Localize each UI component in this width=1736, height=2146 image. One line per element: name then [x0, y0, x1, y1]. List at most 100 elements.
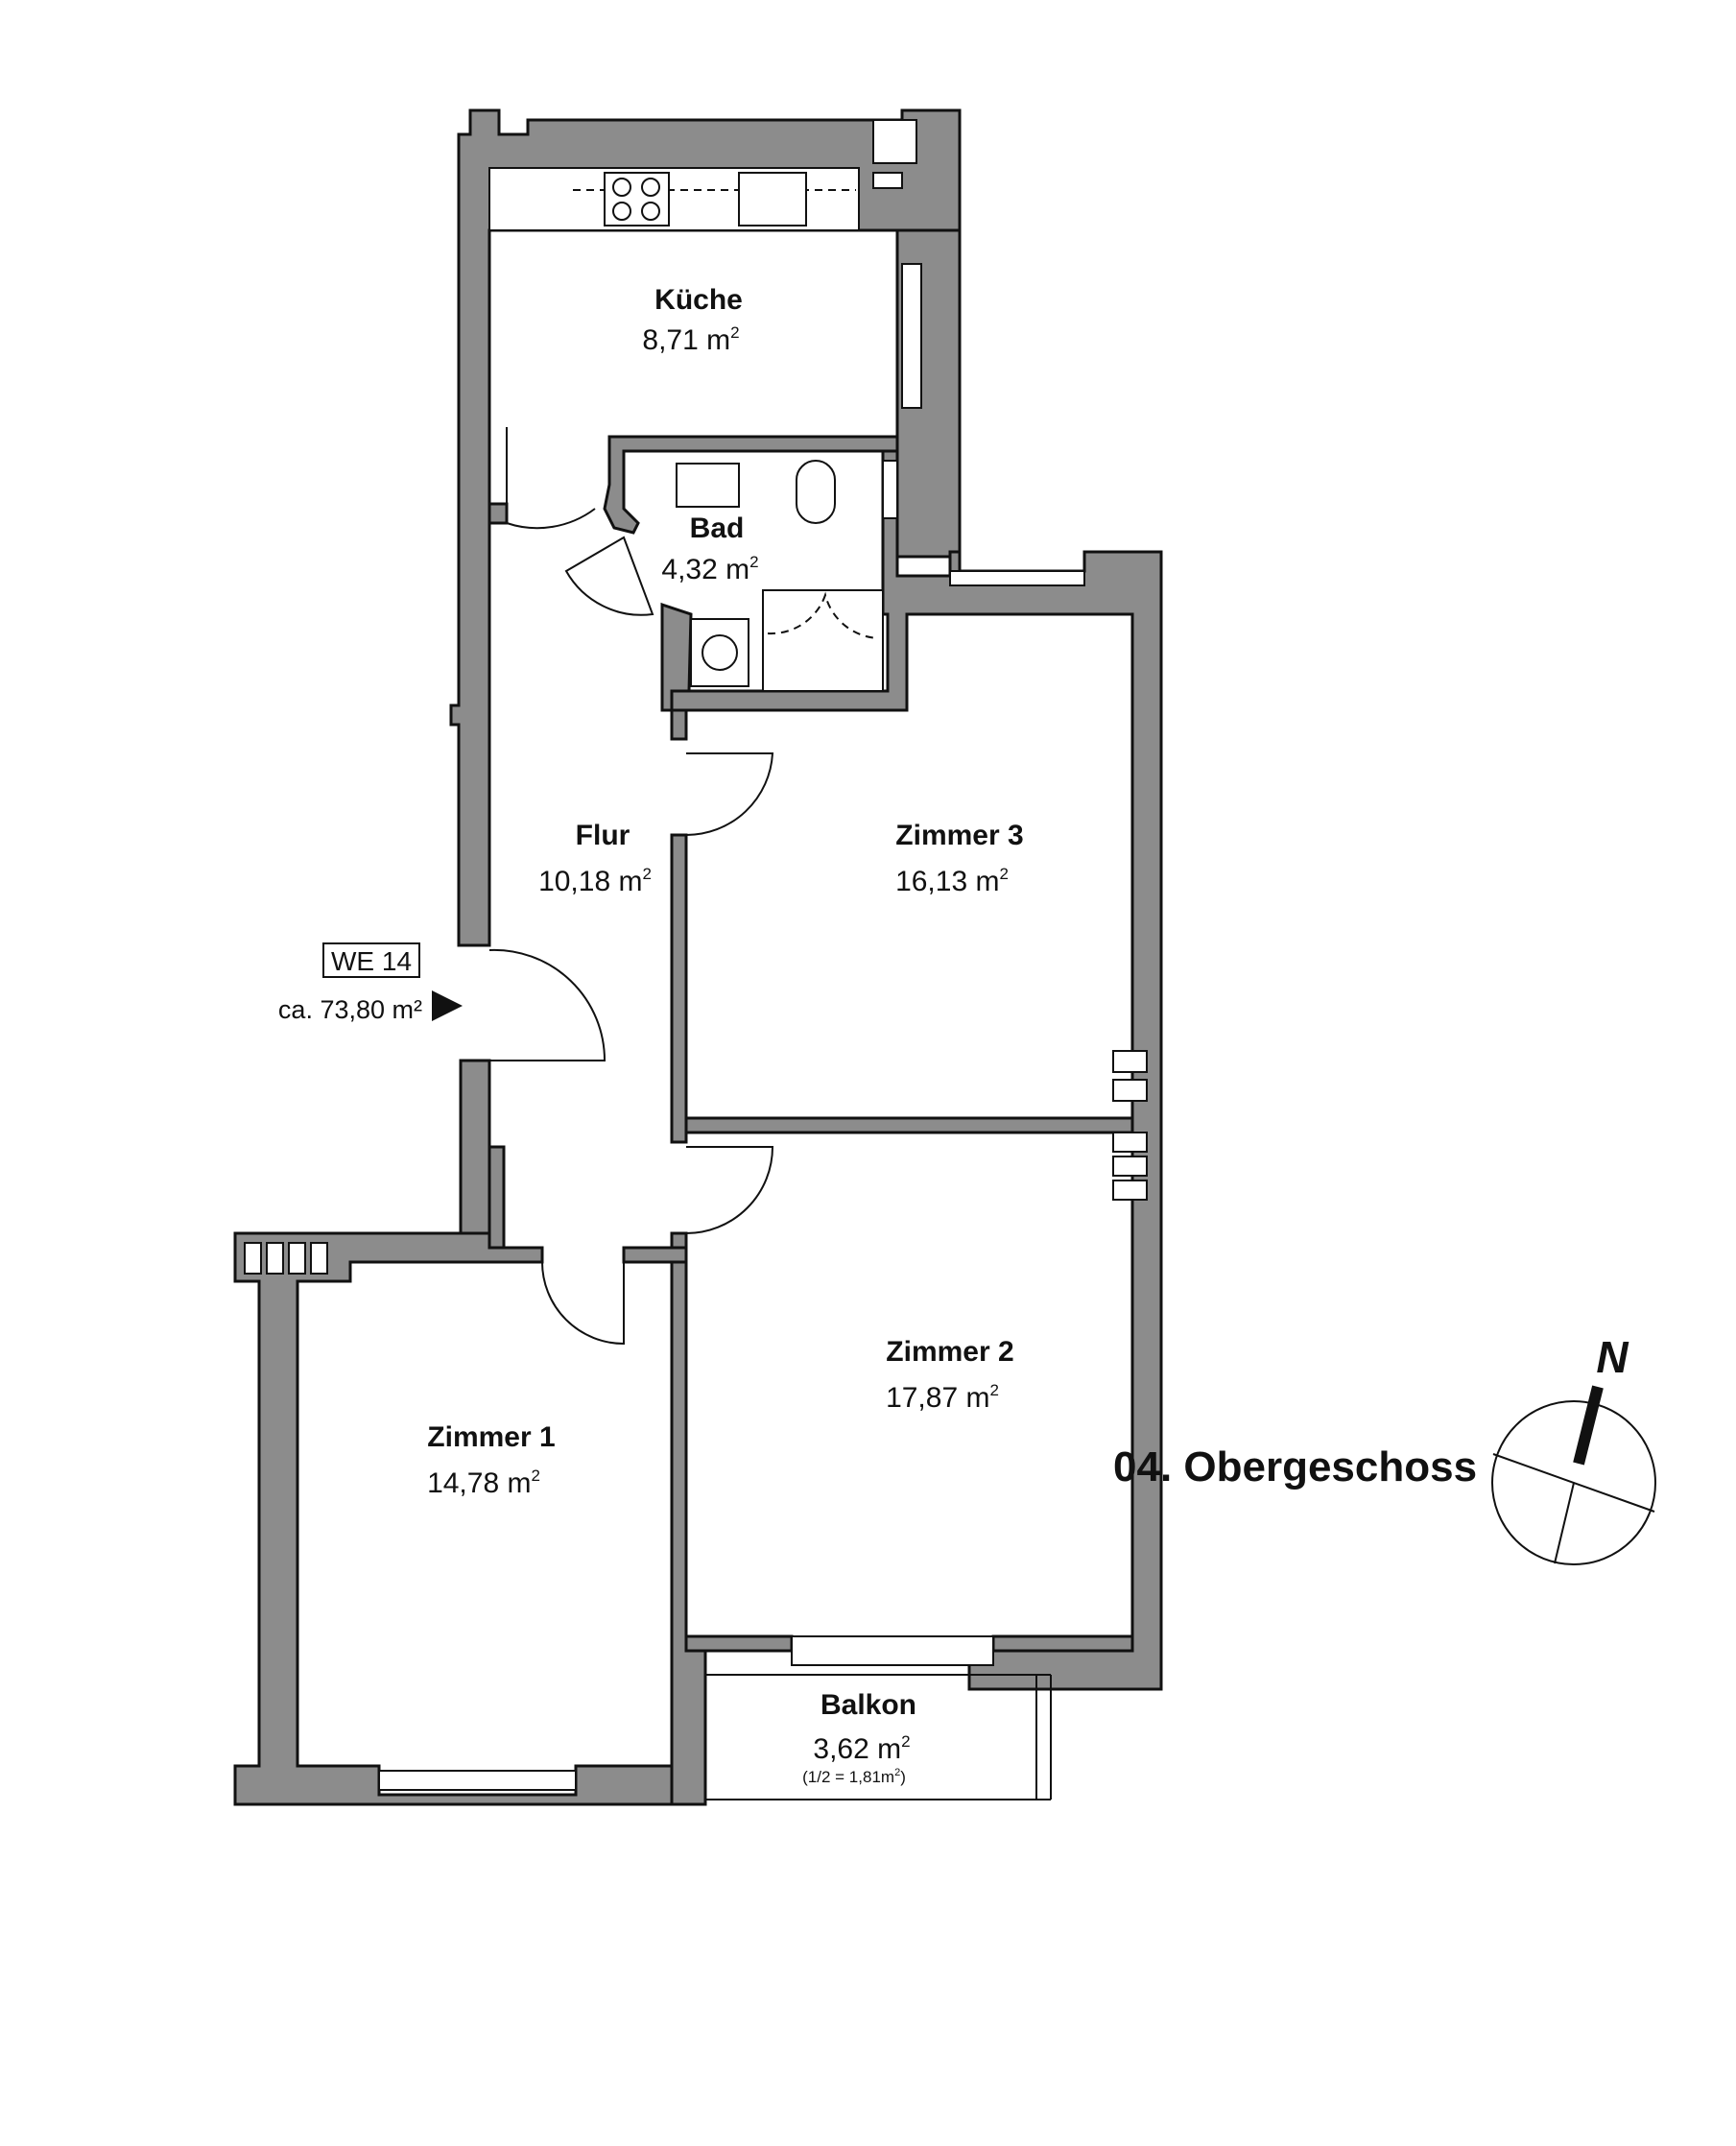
room-label-kueche: Küche 8,71 m2: [642, 284, 742, 356]
room-label-zimmer1: Zimmer 1 14,78 m2: [427, 1421, 556, 1499]
wall-z3-z2: [684, 1116, 1134, 1134]
compass-needle: [1573, 1385, 1604, 1466]
washing-machine: [690, 618, 749, 687]
wall-kueche-bad: [603, 435, 899, 535]
kitchen-counter: [488, 119, 922, 409]
compass-icon: N: [1491, 1332, 1656, 1565]
room-area-zimmer1: 14,78 m: [427, 1467, 531, 1499]
room-label-flur: Flur 10,18 m2: [538, 820, 652, 897]
room-area-flur: 10,18 m: [538, 866, 642, 897]
compass-north-label: N: [1596, 1332, 1629, 1382]
wall-zimmer1-east: [622, 1246, 688, 1264]
stove: [604, 172, 670, 227]
balkon-note-sup: 2: [894, 1767, 900, 1778]
door-kueche: [506, 427, 596, 530]
room-area-bad: 4,32 m: [661, 554, 749, 585]
room-area-balkon: 3,62 m: [813, 1733, 901, 1765]
room-name-zimmer3: Zimmer 3: [895, 820, 1023, 851]
wall-bad-lower: [660, 602, 693, 741]
burner-1: [612, 178, 631, 197]
washbasin: [676, 463, 740, 508]
zimmer1-vent-1: [244, 1242, 262, 1275]
zimmer2-window: [791, 1635, 994, 1666]
door-zimmer2: [685, 1146, 774, 1234]
svg-text:(1/2 = 1,81m2): (1/2 = 1,81m2): [802, 1767, 906, 1786]
door-zimmer3: [685, 752, 774, 837]
unit-id: WE 14: [331, 946, 412, 976]
zimmer2-vent-2: [1112, 1156, 1148, 1177]
kueche-window: [901, 263, 922, 409]
zimmer1-vent-3: [288, 1242, 306, 1275]
wall-zimmer2-south-right: [991, 1634, 1134, 1653]
vent: [872, 172, 903, 189]
svg-text:10,18 m2: 10,18 m2: [538, 865, 652, 897]
room-name-zimmer1: Zimmer 1: [427, 1421, 555, 1453]
zimmer3-vent-2: [1112, 1079, 1148, 1102]
zimmer2-vent-3: [1112, 1180, 1148, 1201]
shower-door-arc: [767, 591, 879, 639]
floor-title: 04. Obergeschoss: [1113, 1443, 1477, 1490]
wall-zimmer2-south: [684, 1634, 794, 1653]
room-label-bad: Bad 4,32 m2: [661, 513, 758, 585]
room-area-flur-sup: 2: [642, 865, 651, 883]
burner-2: [641, 178, 660, 197]
door-bad: [564, 536, 654, 616]
zimmer1-vent-2: [266, 1242, 284, 1275]
bad-window: [882, 460, 898, 519]
room-area-balkon-sup: 2: [901, 1732, 910, 1751]
room-label-zimmer2: Zimmer 2 17,87 m2: [886, 1336, 1014, 1414]
room-area-zimmer2: 17,87 m: [886, 1382, 989, 1414]
wall-zimmer1: [233, 1231, 674, 1806]
room-name-zimmer2: Zimmer 2: [886, 1336, 1013, 1368]
svg-text:16,13 m2: 16,13 m2: [895, 865, 1009, 897]
room-label-balkon: Balkon 3,62 m2 (1/2 = 1,81m2): [802, 1689, 916, 1786]
room-area-zimmer2-sup: 2: [989, 1381, 998, 1399]
room-name-kueche: Küche: [654, 284, 743, 316]
room-area-zimmer3-sup: 2: [999, 865, 1008, 883]
bath-fixtures: [676, 460, 898, 692]
wall-flur-east: [670, 833, 688, 1144]
balkon-note: (1/2 = 1,81m: [802, 1768, 894, 1786]
shower: [762, 589, 884, 692]
compass-s-line: [1554, 1482, 1575, 1564]
sink: [738, 172, 807, 227]
washing-machine-drum: [702, 634, 738, 671]
svg-text:17,87 m2: 17,87 m2: [886, 1381, 999, 1414]
room-area-kueche-sup: 2: [730, 323, 739, 342]
doors: [488, 427, 774, 1346]
windows: [244, 570, 1148, 1791]
door-entry: [488, 948, 606, 1061]
unit-id-box: [322, 942, 420, 978]
svg-text:8,71 m2: 8,71 m2: [642, 323, 739, 356]
svg-text:3,62 m2: 3,62 m2: [813, 1732, 910, 1765]
walls: [233, 108, 1163, 1806]
wall-flur-stub: [488, 502, 509, 525]
zimmer3-window: [949, 570, 1085, 586]
wall-flur-west-lower: [459, 1059, 491, 1240]
room-area-zimmer3: 16,13 m: [895, 866, 999, 897]
room-area-bad-sup: 2: [749, 553, 758, 571]
room-name-flur: Flur: [576, 820, 630, 851]
unit-area: ca. 73,80 m²: [278, 995, 422, 1024]
room-area-kueche: 8,71 m: [642, 324, 730, 356]
toilet: [796, 460, 836, 524]
zimmer3-vent-1: [1112, 1050, 1148, 1073]
door-zimmer1: [541, 1261, 625, 1346]
unit-label: WE 14 ca. 73,80 m²: [278, 942, 463, 1024]
wall-flur-east-lower: [670, 1231, 707, 1806]
room-label-zimmer3: Zimmer 3 16,13 m2: [895, 820, 1024, 897]
room-area-zimmer1-sup: 2: [531, 1466, 539, 1485]
svg-text:4,32 m2: 4,32 m2: [661, 553, 758, 585]
svg-text:14,78 m2: 14,78 m2: [427, 1466, 540, 1499]
zimmer1-window: [378, 1770, 577, 1791]
room-name-balkon: Balkon: [820, 1689, 916, 1721]
zimmer1-vent-4: [310, 1242, 328, 1275]
room-name-bad: Bad: [690, 513, 745, 544]
wall-flur-inner-stub: [488, 1145, 506, 1254]
burner-4: [641, 202, 660, 221]
burner-3: [612, 202, 631, 221]
zimmer2-vent-1: [1112, 1132, 1148, 1153]
chimney: [872, 119, 917, 164]
balkon-note-close: ): [900, 1768, 906, 1786]
